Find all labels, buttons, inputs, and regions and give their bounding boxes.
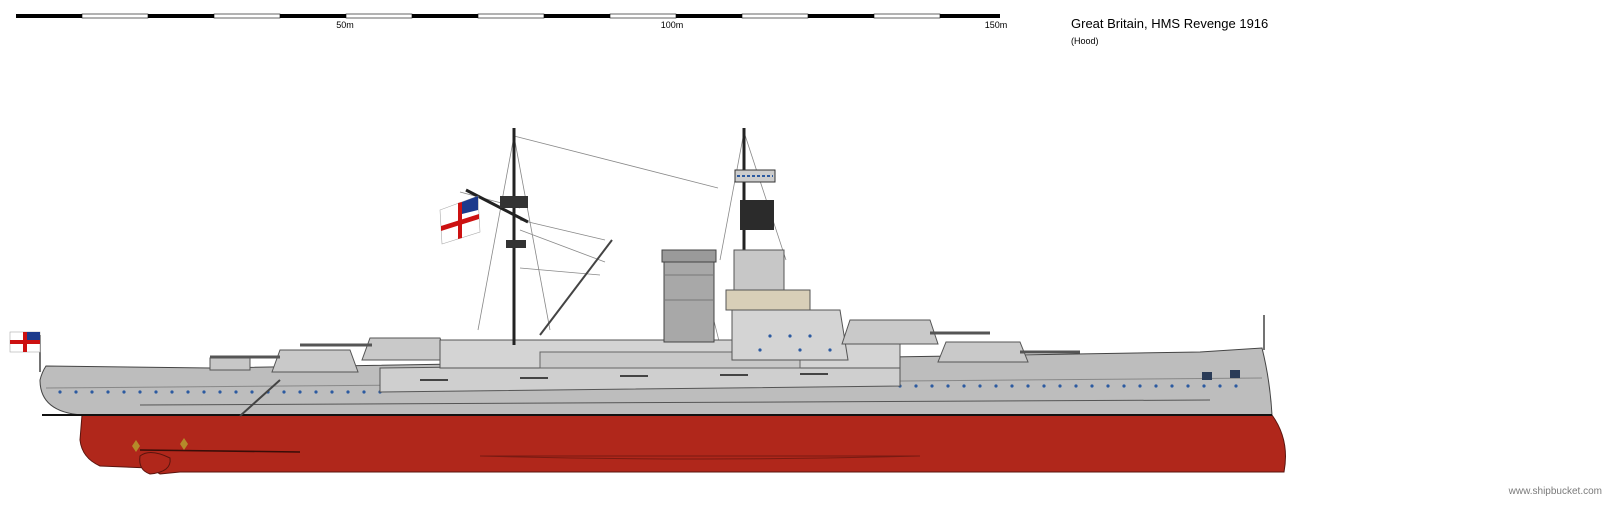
ship-title: Great Britain, HMS Revenge 1916 xyxy=(1071,16,1269,31)
casemate-guns xyxy=(420,373,828,381)
bridge-portholes xyxy=(758,334,832,352)
stern-ensign-icon xyxy=(9,331,41,353)
funnel-bands xyxy=(664,274,714,301)
fore-top xyxy=(500,196,528,208)
fore-yard xyxy=(465,188,529,224)
aft-turret-y-barbette xyxy=(209,357,251,371)
armor-belt-line xyxy=(139,399,1211,406)
scale-label-100m: 100m xyxy=(660,20,684,30)
scale-segment xyxy=(280,14,346,18)
scale-segment xyxy=(148,14,214,18)
funnel-cap xyxy=(661,249,717,263)
anchor-icon xyxy=(1202,370,1240,380)
scale-segment xyxy=(544,14,610,18)
scale-segment xyxy=(16,14,82,18)
scale-segment xyxy=(412,14,478,18)
aft-turret-x xyxy=(271,349,359,373)
compass-platform xyxy=(725,289,811,311)
forward-turret-b xyxy=(841,319,939,345)
scale-bar xyxy=(16,13,1000,19)
mast-ensign-icon xyxy=(439,195,481,245)
ship-subtitle: (Hood) xyxy=(1071,36,1099,46)
scale-label-150m: 150m xyxy=(984,20,1008,30)
scale-label-50m: 50m xyxy=(336,20,354,30)
fore-platform xyxy=(506,240,526,248)
rudder xyxy=(139,452,171,475)
bridge-tower xyxy=(733,249,785,291)
portholes xyxy=(58,384,1238,394)
aft-turret-y xyxy=(361,337,449,361)
crane-jib xyxy=(539,239,613,336)
forward-turret-a xyxy=(937,341,1029,363)
funnel xyxy=(663,249,715,343)
mast-platform xyxy=(740,200,774,230)
propeller-icon xyxy=(132,438,188,452)
hull-lower xyxy=(79,414,1286,475)
scale-segment xyxy=(676,14,742,18)
propeller-shaft xyxy=(139,449,301,453)
rigging xyxy=(459,131,1265,346)
credit-watermark: www.shipbucket.com xyxy=(1508,486,1602,497)
boat-boom xyxy=(239,379,281,417)
scale-segment xyxy=(940,14,1000,18)
bilge-keel xyxy=(479,455,921,460)
scale-segment xyxy=(808,14,874,18)
